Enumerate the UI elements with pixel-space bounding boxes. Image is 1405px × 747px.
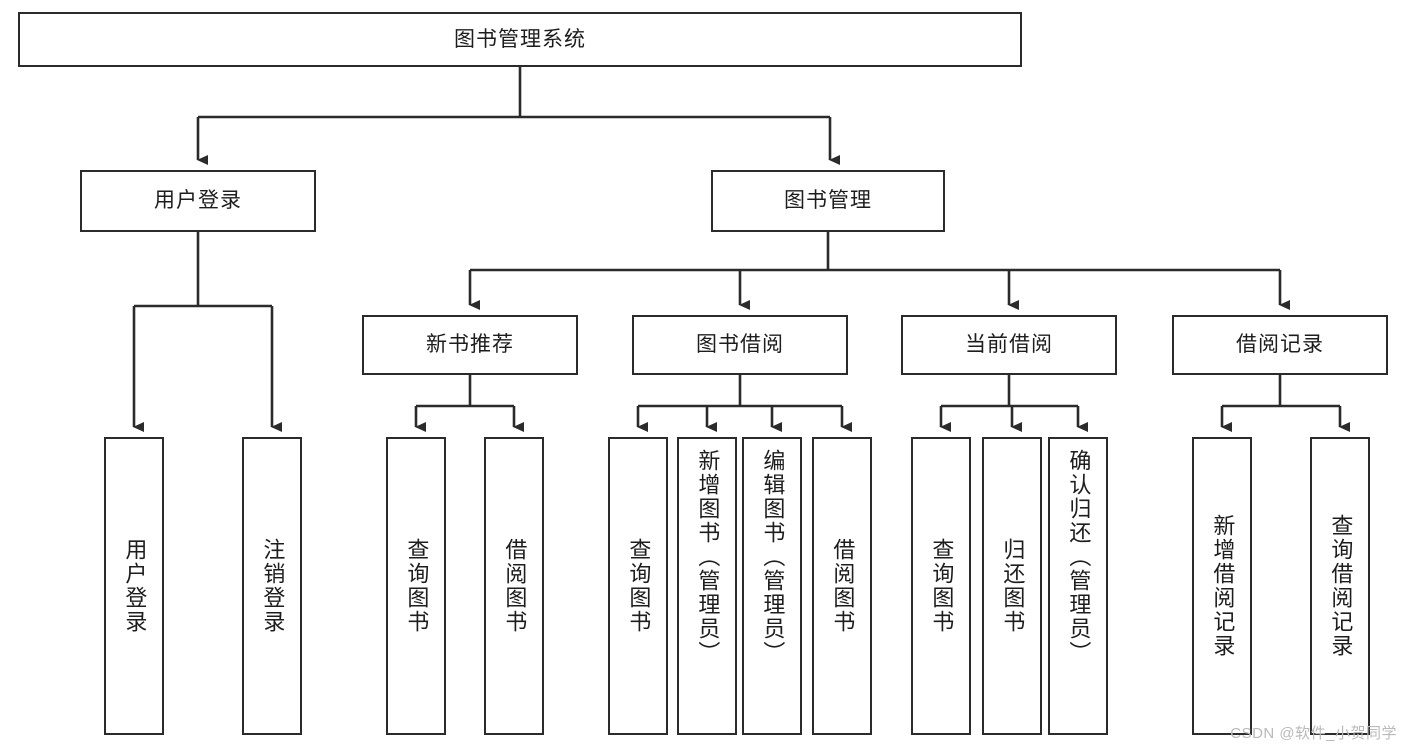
leaf-search-book-current[interactable]: 查询图书 [911,437,971,735]
leaf-add-borrow-record-label: 新增借阅记录 [1210,514,1236,658]
leaf-search-borrow-record-label: 查询借阅记录 [1328,514,1354,658]
leaf-confirm-return-admin[interactable]: 确认归还（管理员） [1048,437,1108,735]
node-borrow-records[interactable]: 借阅记录 [1172,315,1388,375]
leaf-borrow-book[interactable]: 借阅图书 [812,437,872,735]
leaf-borrow-book-recommend-label: 借阅图书 [502,538,528,634]
leaf-return-book-label: 归还图书 [1000,538,1026,634]
node-root-label: 图书管理系统 [454,27,586,51]
node-book-management-label: 图书管理 [784,189,872,213]
node-current-borrow-label: 当前借阅 [965,333,1053,357]
node-user-login[interactable]: 用户登录 [80,170,316,232]
node-new-book-recommend[interactable]: 新书推荐 [362,315,578,375]
leaf-user-login-label: 用户登录 [122,538,148,634]
node-user-login-label: 用户登录 [154,189,242,213]
leaf-search-book-current-label: 查询图书 [929,538,955,634]
leaf-add-borrow-record[interactable]: 新增借阅记录 [1192,437,1252,735]
leaf-add-book-admin[interactable]: 新增图书（管理员） [677,437,737,735]
leaf-search-book-borrow[interactable]: 查询图书 [608,437,668,735]
leaf-borrow-book-recommend[interactable]: 借阅图书 [484,437,544,735]
node-book-borrow-label: 图书借阅 [696,333,784,357]
node-new-book-recommend-label: 新书推荐 [426,333,514,357]
leaf-confirm-return-admin-label: 确认归还（管理员） [1066,449,1092,665]
leaf-user-login[interactable]: 用户登录 [104,437,164,735]
node-book-borrow[interactable]: 图书借阅 [632,315,848,375]
leaf-return-book[interactable]: 归还图书 [982,437,1042,735]
leaf-search-book-borrow-label: 查询图书 [626,538,652,634]
leaf-add-book-admin-label: 新增图书（管理员） [695,449,721,665]
leaf-search-book-recommend[interactable]: 查询图书 [386,437,446,735]
node-root[interactable]: 图书管理系统 [18,12,1022,67]
leaf-edit-book-admin[interactable]: 编辑图书（管理员） [742,437,802,735]
leaf-logout[interactable]: 注销登录 [242,437,302,735]
node-borrow-records-label: 借阅记录 [1236,333,1324,357]
node-current-borrow[interactable]: 当前借阅 [901,315,1117,375]
leaf-edit-book-admin-label: 编辑图书（管理员） [760,449,786,665]
leaf-search-book-recommend-label: 查询图书 [404,538,430,634]
leaf-search-borrow-record[interactable]: 查询借阅记录 [1310,437,1370,735]
leaf-borrow-book-label: 借阅图书 [830,538,856,634]
node-book-management[interactable]: 图书管理 [711,170,945,232]
leaf-logout-label: 注销登录 [260,538,286,634]
watermark-text: CSDN @软件_小贺同学 [1230,725,1397,742]
